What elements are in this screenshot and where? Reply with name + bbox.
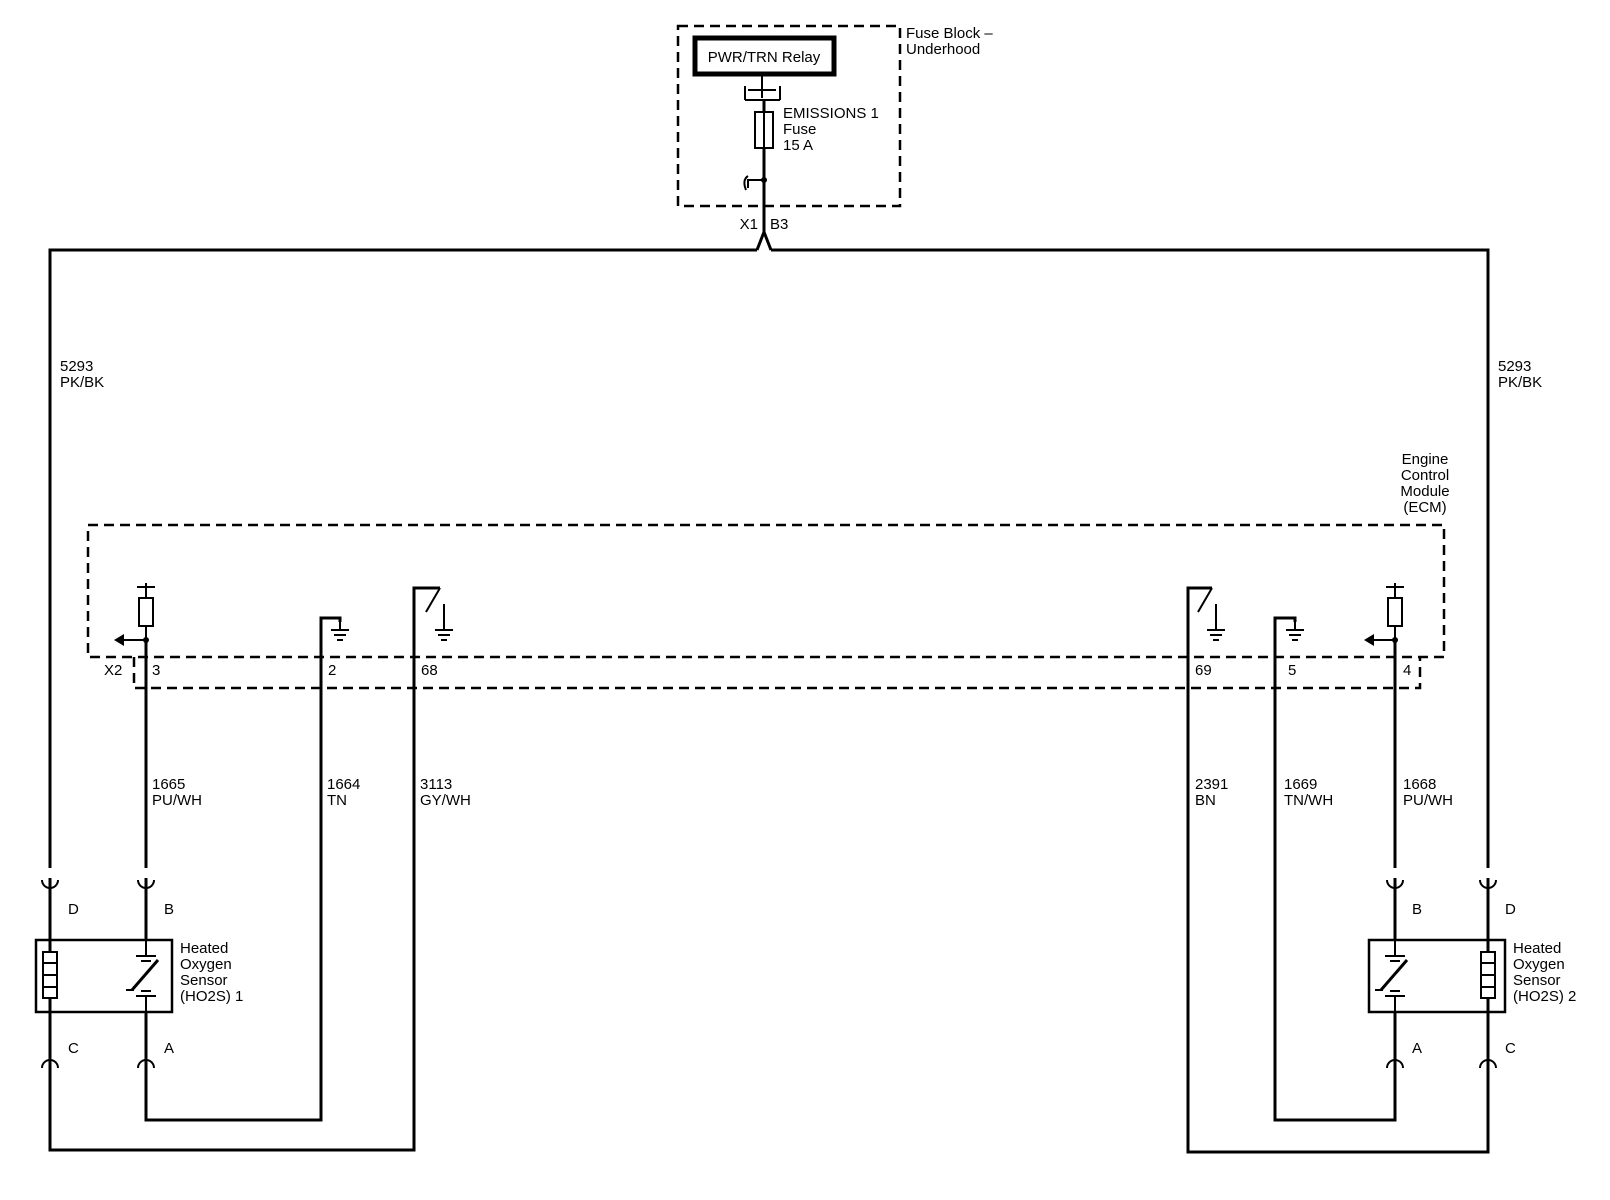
sensor1-connector-a (136, 1054, 156, 1072)
sensor1-connector-d (40, 876, 60, 894)
heated-oxygen-sensor-1: D B C A Heated Oxygen Sensor (HO2S) 1 (34, 876, 243, 1072)
ecm-pin-69: 69 (1195, 662, 1212, 679)
ecm-label-line1: Engine (1402, 451, 1449, 468)
sensor1-pin-a: A (164, 1040, 174, 1057)
ecm-pin-5: 5 (1288, 662, 1296, 679)
wire-1665-circuit: 1665 (152, 776, 185, 793)
sensor1-body (34, 938, 174, 1014)
wire-1669 (1273, 680, 1397, 1122)
relay-label: PWR/TRN Relay (708, 49, 821, 66)
pwr-trn-relay: PWR/TRN Relay (692, 35, 837, 77)
wire-2391-color: BN (1195, 792, 1216, 809)
sensor2-pin-d: D (1505, 901, 1516, 918)
oxygen-sensing-cell-icon (126, 940, 160, 1012)
ecm-ground-pin5-icon (1273, 616, 1305, 680)
wire-3113 (48, 680, 416, 1152)
sensor2-connector-d (1478, 876, 1498, 894)
sensor1-pin-d: D (68, 901, 79, 918)
fuse-block-boundary (676, 24, 902, 208)
ecm-label-line3: Module (1400, 483, 1449, 500)
signal-wires: 1665 PU/WH 1664 TN 3113 GY/WH 2391 BN 16… (48, 640, 1490, 1154)
wire-5293-right (771, 248, 1490, 868)
oxygen-sensing-cell-icon (1375, 940, 1409, 1012)
sensor1-connector-c (40, 1054, 60, 1072)
ecm-x2-connector-outline (132, 657, 1422, 690)
sensor2-label-line3: Sensor (1513, 972, 1561, 989)
sensor2-connector-c (1478, 1054, 1498, 1072)
fuse-label-line3: 15 A (783, 137, 813, 154)
ecm-ground-pin2-icon (319, 616, 350, 680)
wire-2391-circuit: 2391 (1195, 776, 1228, 793)
wire-1668-color: PU/WH (1403, 792, 1453, 809)
ecm-pin-2: 2 (328, 662, 336, 679)
ecm-module: Engine Control Module (ECM) X2 3 2 68 69… (86, 451, 1450, 690)
fuse-block-title-line2: Underhood (906, 41, 980, 58)
ecm-internal-resistor-right-icon (1364, 583, 1404, 646)
sensor1-label-line2: Oxygen (180, 956, 232, 973)
relay-contact-symbol (744, 74, 781, 101)
wire-5293-left (48, 248, 757, 868)
sensor2-pin-b: B (1412, 901, 1422, 918)
wire-1664 (144, 680, 323, 1122)
ecm-switch-pin68-icon (412, 586, 454, 680)
ecm-pin-4: 4 (1403, 662, 1411, 679)
wire-1668-circuit: 1668 (1403, 776, 1436, 793)
heater-element-icon (1480, 940, 1496, 1012)
fuse-block-title-line1: Fuse Block – (906, 25, 993, 42)
wire-right-color: PK/BK (1498, 374, 1542, 391)
sensor1-label-line4: (HO2S) 1 (180, 988, 243, 1005)
splice-icon (755, 231, 773, 251)
wire-left-color: PK/BK (60, 374, 104, 391)
sensor2-connector-a (1385, 1054, 1405, 1072)
sensor2-label-line4: (HO2S) 2 (1513, 988, 1576, 1005)
fuse-block-pin-label: B3 (770, 216, 788, 233)
sensor1-pin-c: C (68, 1040, 79, 1057)
ecm-internal-resistor-left-icon (114, 583, 155, 646)
power-feed-wires: 5293 PK/BK 5293 PK/BK (48, 248, 1542, 868)
wire-1664-color: TN (327, 792, 347, 809)
emissions-fuse-icon (743, 100, 774, 232)
fuse-block: Fuse Block – Underhood PWR/TRN Relay EMI… (676, 24, 993, 251)
sensor1-label-line1: Heated (180, 940, 228, 957)
sensor1-label-line3: Sensor (180, 972, 228, 989)
sensor2-connector-b (1385, 876, 1405, 894)
heated-oxygen-sensor-2: B D A C Heated Oxygen Sensor (HO2S) 2 (1367, 876, 1576, 1072)
wire-1665-color: PU/WH (152, 792, 202, 809)
ecm-switch-pin69-icon (1186, 586, 1226, 680)
sensor2-label-line1: Heated (1513, 940, 1561, 957)
heater-element-icon (42, 940, 58, 1012)
wire-1669-color: TN/WH (1284, 792, 1333, 809)
wire-left-circuit: 5293 (60, 358, 93, 375)
ecm-boundary (86, 523, 1446, 659)
sensor1-pin-b: B (164, 901, 174, 918)
fuse-label-line2: Fuse (783, 121, 816, 138)
wire-right-circuit: 5293 (1498, 358, 1531, 375)
ecm-label-line4: (ECM) (1403, 499, 1446, 516)
ecm-label-line2: Control (1401, 467, 1449, 484)
sensor2-label-line2: Oxygen (1513, 956, 1565, 973)
wire-3113-color: GY/WH (420, 792, 471, 809)
wire-1669-circuit: 1669 (1284, 776, 1317, 793)
wire-3113-circuit: 3113 (420, 776, 452, 793)
sensor2-pin-a: A (1412, 1040, 1422, 1057)
fuse-block-connector-label: X1 (740, 216, 758, 233)
wire-2391 (1186, 680, 1490, 1154)
ecm-connector-label: X2 (104, 662, 122, 679)
sensor2-pin-c: C (1505, 1040, 1516, 1057)
wire-1664-circuit: 1664 (327, 776, 360, 793)
ecm-pin-3: 3 (152, 662, 160, 679)
fuse-label-line1: EMISSIONS 1 (783, 105, 879, 122)
sensor1-connector-b (136, 876, 156, 894)
ecm-pin-68: 68 (421, 662, 438, 679)
